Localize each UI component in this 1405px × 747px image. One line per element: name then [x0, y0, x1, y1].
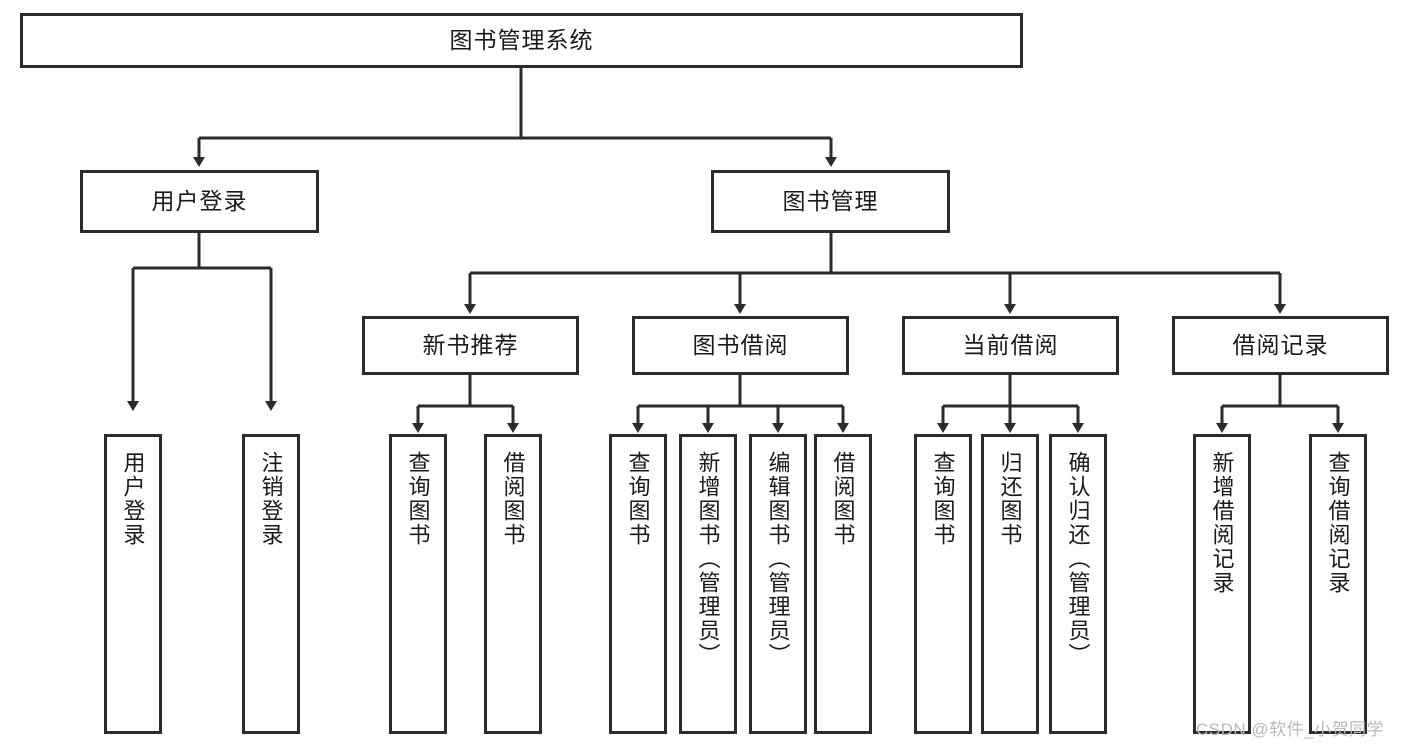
leaf-label: 查询图书 — [625, 451, 651, 547]
node-user-login-label: 用户登录 — [151, 188, 248, 215]
node-borrow-record-label: 借阅记录 — [1232, 332, 1329, 359]
leaf-label: 用户登录 — [120, 451, 146, 547]
leaf-user-login-login[interactable]: 用户登录 — [104, 434, 162, 734]
leaf-record-query[interactable]: 查询借阅记录 — [1309, 434, 1367, 734]
leaf-label: 编辑图书（管理员） — [765, 451, 791, 667]
node-borrow-record[interactable]: 借阅记录 — [1172, 316, 1389, 375]
leaf-new-book-query[interactable]: 查询图书 — [389, 434, 447, 734]
node-book-management-label: 图书管理 — [782, 188, 879, 215]
leaf-new-book-borrow[interactable]: 借阅图书 — [484, 434, 542, 734]
leaf-current-return-book[interactable]: 归还图书 — [981, 434, 1039, 734]
leaf-current-query-book[interactable]: 查询图书 — [914, 434, 972, 734]
node-book-management[interactable]: 图书管理 — [711, 170, 950, 233]
leaf-label: 归还图书 — [997, 451, 1023, 547]
leaf-label: 查询借阅记录 — [1325, 451, 1351, 595]
leaf-label: 新增图书（管理员） — [695, 451, 721, 667]
leaf-current-confirm-return[interactable]: 确认归还（管理员） — [1049, 434, 1107, 734]
leaf-borrow-edit-book[interactable]: 编辑图书（管理员） — [749, 434, 807, 734]
leaf-label: 查询图书 — [405, 451, 431, 547]
node-current-borrow-label: 当前借阅 — [962, 332, 1059, 359]
node-book-borrow[interactable]: 图书借阅 — [632, 316, 849, 375]
node-new-book-recommend-label: 新书推荐 — [422, 332, 519, 359]
node-current-borrow[interactable]: 当前借阅 — [902, 316, 1119, 375]
leaf-label: 查询图书 — [930, 451, 956, 547]
node-new-book-recommend[interactable]: 新书推荐 — [362, 316, 579, 375]
leaf-record-add[interactable]: 新增借阅记录 — [1193, 434, 1251, 734]
leaf-user-login-logout[interactable]: 注销登录 — [242, 434, 300, 734]
node-user-login[interactable]: 用户登录 — [80, 170, 319, 233]
leaf-borrow-query-book[interactable]: 查询图书 — [609, 434, 667, 734]
leaf-borrow-add-book[interactable]: 新增图书（管理员） — [679, 434, 737, 734]
leaf-label: 借阅图书 — [830, 451, 856, 547]
leaf-label: 注销登录 — [258, 451, 284, 547]
leaf-label: 确认归还（管理员） — [1065, 451, 1091, 667]
leaf-label: 新增借阅记录 — [1209, 451, 1235, 595]
csdn-watermark: CSDN @软件_小贺同学 — [1196, 720, 1385, 739]
leaf-borrow-borrow-book[interactable]: 借阅图书 — [814, 434, 872, 734]
node-root[interactable]: 图书管理系统 — [20, 13, 1023, 68]
node-book-borrow-label: 图书借阅 — [692, 332, 789, 359]
leaf-label: 借阅图书 — [500, 451, 526, 547]
node-root-label: 图书管理系统 — [449, 27, 594, 54]
